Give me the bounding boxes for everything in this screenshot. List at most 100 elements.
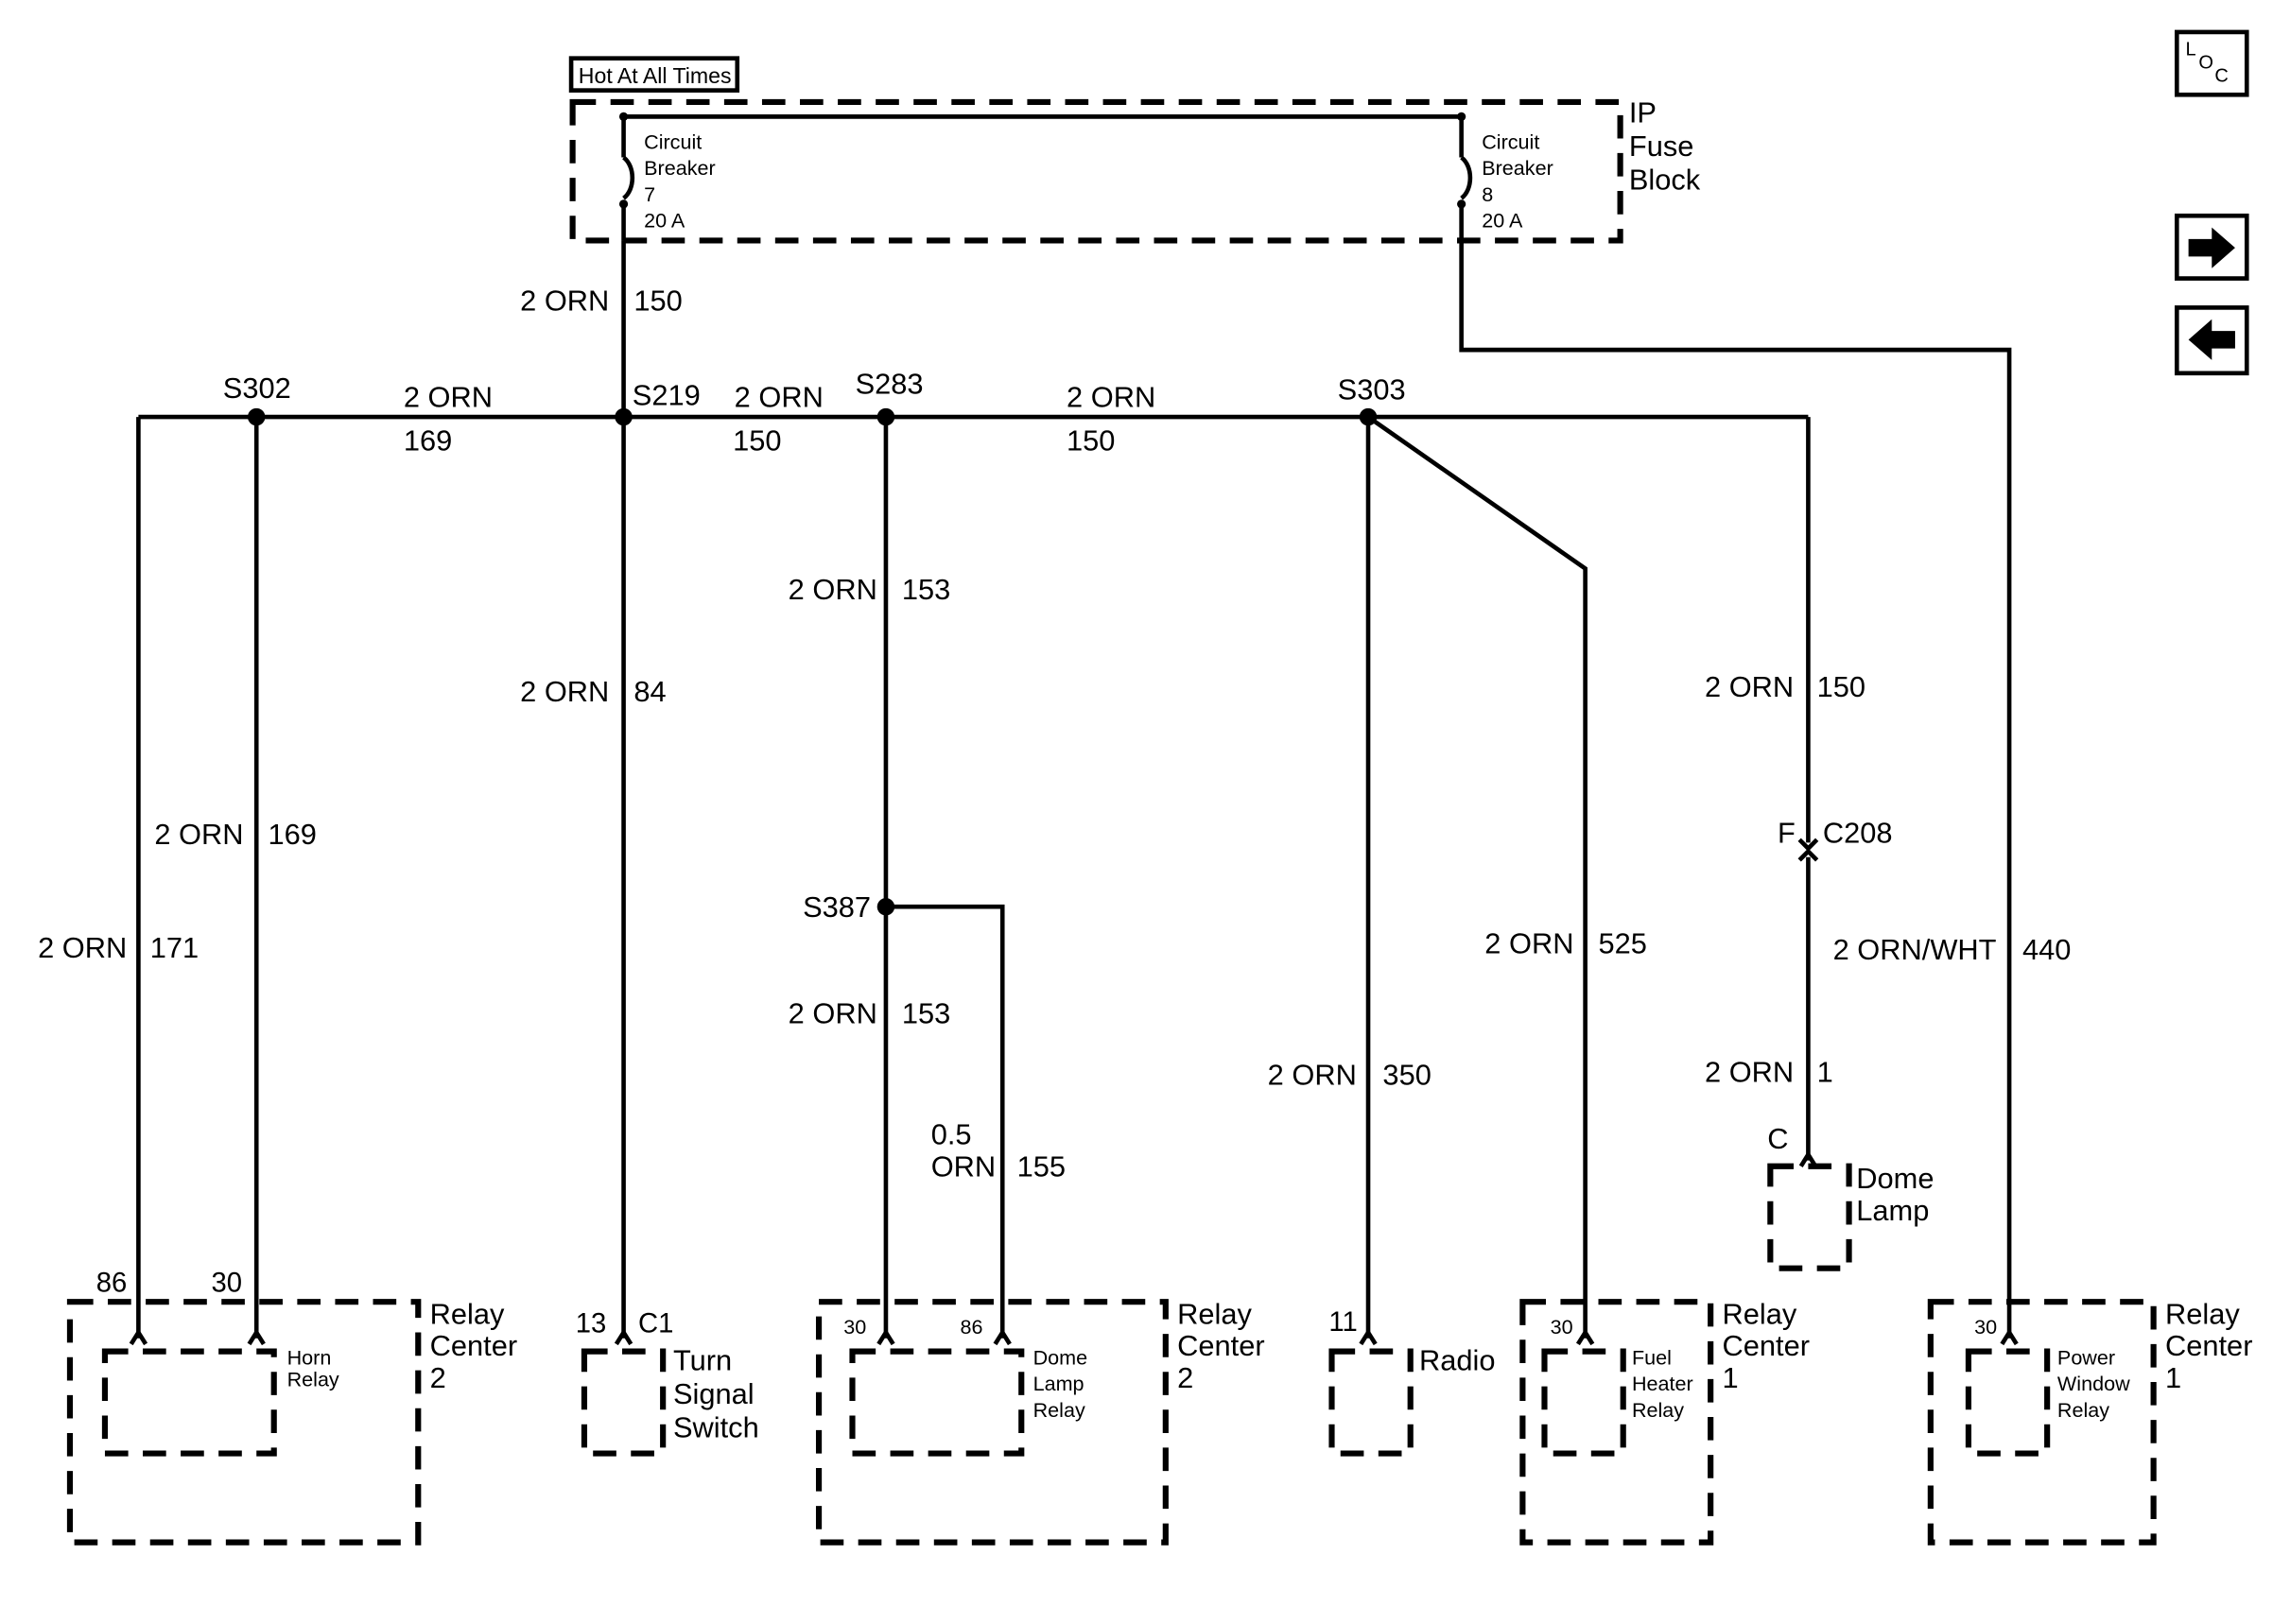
wire-84-circuit: 84 <box>633 675 666 708</box>
relay-center-1-fuel: 30 Fuel Heater Relay Relay Center 1 <box>1519 1297 1810 1546</box>
relay-center-2a-label-3: 2 <box>430 1361 446 1394</box>
window-relay-label-2: Window <box>2057 1372 2130 1395</box>
relay-center-1b-label-1: Relay <box>2165 1297 2240 1330</box>
horn-pin-30: 30 <box>211 1267 242 1298</box>
fuel-relay-label-2: Heater <box>1632 1372 1693 1395</box>
terminals <box>129 1150 2019 1346</box>
next-page-button[interactable] <box>2174 213 2249 281</box>
wire-350-circuit: 350 <box>1382 1058 1431 1091</box>
wire-150-b-circuit: 150 <box>1067 424 1115 458</box>
window-relay-label-3: Relay <box>2057 1398 2109 1422</box>
wire-1-circuit: 1 <box>1817 1055 1833 1088</box>
wire-525-gauge: 2 ORN <box>1484 927 1573 960</box>
wire-153-a-circuit: 153 <box>902 573 950 606</box>
turn-signal-label-1: Turn <box>673 1344 732 1377</box>
c208-pin: F <box>1778 816 1796 849</box>
splice-s387-dot <box>876 897 895 916</box>
wire-169-v-gauge: 2 ORN <box>154 818 243 851</box>
relay-center-2b-label-3: 2 <box>1177 1361 1193 1394</box>
relay-center-1a-label-3: 1 <box>1722 1361 1738 1394</box>
turn-signal-label-3: Switch <box>673 1411 759 1444</box>
c208-name: C208 <box>1823 816 1893 849</box>
wire-350-gauge: 2 ORN <box>1268 1058 1357 1091</box>
wire-155-gauge-2: ORN <box>931 1150 996 1183</box>
wire-labels: 2 ORN 150 2 ORN 169 2 ORN 150 2 ORN 150 … <box>38 284 2071 1183</box>
fuel-relay-label-3: Relay <box>1632 1398 1684 1422</box>
radio: 11 Radio <box>1328 1306 1496 1457</box>
window-relay-pin: 30 <box>1974 1315 1997 1339</box>
wire-155-gauge-1: 0.5 <box>931 1118 972 1151</box>
wire-150-a-gauge: 2 ORN <box>735 380 824 413</box>
dome-relay-pin-30: 30 <box>843 1315 866 1339</box>
wire-1-gauge: 2 ORN <box>1705 1055 1794 1088</box>
fuel-relay-pin: 30 <box>1551 1315 1573 1339</box>
window-relay-label-1: Power <box>2057 1345 2115 1369</box>
fuse-block-label-2: Fuse <box>1629 130 1694 163</box>
relay-center-1-window: 30 Power Window Relay Relay Center 1 <box>1927 1297 2252 1546</box>
splice-s283-dot <box>876 407 895 426</box>
turn-signal-pin: 13 <box>576 1308 607 1339</box>
relay-center-2a-label-1: Relay <box>430 1297 505 1330</box>
relay-center-1b-label-2: Center <box>2165 1329 2252 1362</box>
wire-150-top-gauge: 2 ORN <box>520 284 609 317</box>
wire-150-b-gauge: 2 ORN <box>1067 380 1155 413</box>
hot-label-box <box>568 56 740 93</box>
connector-c208: F C208 <box>1778 816 1893 862</box>
cb7-line1: Circuit <box>644 130 702 153</box>
relay-center-1a-label-1: Relay <box>1722 1297 1796 1330</box>
splices <box>247 407 1378 916</box>
horn-relay-label-1: Horn <box>287 1345 332 1369</box>
cb8-line2: Breaker <box>1482 156 1553 180</box>
cb8-line3: 8 <box>1482 182 1493 206</box>
wire-440-gauge: 2 ORN/WHT <box>1833 933 1997 966</box>
cb7-line3: 7 <box>644 182 655 206</box>
splice-s302-label: S302 <box>223 371 291 405</box>
dome-relay-label-1: Dome <box>1033 1345 1088 1369</box>
dome-lamp-label-2: Lamp <box>1856 1194 1929 1227</box>
wire-169-v-circuit: 169 <box>269 818 317 851</box>
wire-169-h-gauge: 2 ORN <box>404 380 493 413</box>
turn-signal-label-2: Signal <box>673 1377 755 1410</box>
dome-relay-label-2: Lamp <box>1033 1372 1084 1395</box>
loc-button[interactable]: L O C <box>2174 29 2249 97</box>
relay-center-2-dome: 30 86 Dome Lamp Relay Relay Center 2 <box>815 1297 1265 1546</box>
wire-153-a-gauge: 2 ORN <box>789 573 877 606</box>
splice-s283-label: S283 <box>856 367 924 400</box>
horn-pin-86: 86 <box>96 1267 128 1298</box>
wire-525-circuit: 525 <box>1599 927 1647 960</box>
wires <box>136 240 2012 1339</box>
relay-center-1b-label-3: 1 <box>2165 1361 2181 1394</box>
cb8-line4: 20 A <box>1482 209 1523 233</box>
relay-center-2b-label-1: Relay <box>1177 1297 1252 1330</box>
relay-center-2a-label-2: Center <box>430 1329 517 1362</box>
dome-relay-label-3: Relay <box>1033 1398 1085 1422</box>
dome-relay-pin-86: 86 <box>961 1315 983 1339</box>
fuse-block-label-1: IP <box>1629 96 1657 130</box>
prev-page-button[interactable] <box>2174 305 2249 376</box>
wire-169-h-circuit: 169 <box>404 424 452 458</box>
loc-letter-l: L <box>2186 40 2196 60</box>
horn-relay-label-2: Relay <box>287 1368 339 1391</box>
splice-s219-label: S219 <box>633 379 701 412</box>
wire-153-b-circuit: 153 <box>902 997 950 1030</box>
splice-s302-dot <box>247 407 266 426</box>
dome-lamp-pin: C <box>1767 1122 1788 1155</box>
relay-center-2-horn: 86 30 Horn Relay Relay Center 2 <box>66 1267 517 1546</box>
fuel-relay-label-1: Fuel <box>1632 1345 1672 1369</box>
circuit-breaker-8: Circuit Breaker 8 20 A <box>1457 112 1553 241</box>
fuse-block-label-3: Block <box>1629 163 1701 196</box>
loc-letter-o: O <box>2198 52 2213 73</box>
relay-center-2b-label-2: Center <box>1177 1329 1264 1362</box>
loc-letter-c: C <box>2214 65 2228 86</box>
wire-155-circuit: 155 <box>1017 1150 1066 1183</box>
hot-label: Hot At All Times <box>579 63 732 88</box>
circuit-breaker-7: Circuit Breaker 7 20 A <box>618 112 716 241</box>
radio-label: Radio <box>1419 1344 1496 1377</box>
wire-84-gauge: 2 ORN <box>520 675 609 708</box>
splice-s303-dot <box>1359 407 1378 426</box>
wire-171-gauge: 2 ORN <box>38 931 127 964</box>
wire-153-b-gauge: 2 ORN <box>789 997 877 1030</box>
wire-150-a-circuit: 150 <box>733 424 781 458</box>
splice-s387-label: S387 <box>803 890 871 924</box>
